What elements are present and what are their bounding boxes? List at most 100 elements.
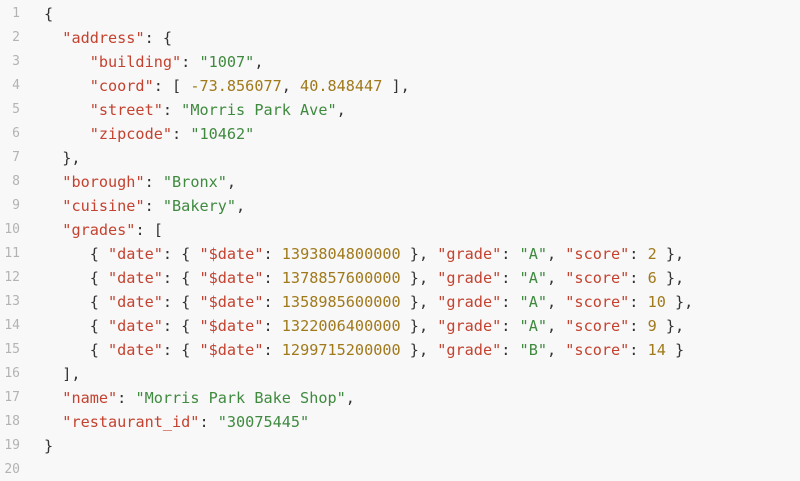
json-punctuation: : xyxy=(181,53,200,71)
code-line[interactable]: 9 "cuisine": "Bakery", xyxy=(0,194,800,218)
json-key: "borough" xyxy=(62,173,145,191)
json-number: 1358985600000 xyxy=(281,293,401,311)
json-punctuation: : xyxy=(501,269,520,287)
code-line[interactable]: 8 "borough": "Bronx", xyxy=(0,170,800,194)
json-punctuation xyxy=(44,221,62,239)
json-punctuation xyxy=(44,29,62,47)
code-line[interactable]: 12 { "date": { "$date": 1378857600000 },… xyxy=(0,266,800,290)
json-string: "A" xyxy=(519,245,547,263)
code-line[interactable]: 19} xyxy=(0,434,800,458)
code-line[interactable]: 5 "street": "Morris Park Ave", xyxy=(0,98,800,122)
json-punctuation: : xyxy=(501,317,520,335)
json-punctuation xyxy=(44,413,62,431)
line-number: 19 xyxy=(4,438,20,453)
line-number: 15 xyxy=(4,342,20,357)
json-punctuation: : xyxy=(172,125,191,143)
code-line[interactable]: 6 "zipcode": "10462" xyxy=(0,122,800,146)
json-punctuation: : xyxy=(263,341,282,359)
json-number: 1299715200000 xyxy=(281,341,401,359)
code-line[interactable]: 1{ xyxy=(0,2,800,26)
line-content: { "date": { "$date": 1393804800000 }, "g… xyxy=(44,242,684,266)
code-line[interactable]: 20 xyxy=(0,458,800,481)
json-number: 6 xyxy=(647,269,657,287)
json-key: "zipcode" xyxy=(89,125,173,143)
json-punctuation: { xyxy=(44,341,109,359)
json-punctuation: : xyxy=(162,101,182,119)
json-punctuation: , xyxy=(226,173,237,191)
code-line[interactable]: 14 { "date": { "$date": 1322006400000 },… xyxy=(0,314,800,338)
json-string: "1007" xyxy=(199,53,255,71)
json-punctuation: }, xyxy=(656,317,685,335)
json-punctuation: : [ xyxy=(135,221,163,239)
line-number-gutter xyxy=(0,0,34,481)
json-number: 2 xyxy=(647,245,657,263)
json-key: "building" xyxy=(89,53,182,71)
line-number: 8 xyxy=(12,174,20,189)
line-content: "name": "Morris Park Bake Shop", xyxy=(44,386,355,410)
code-line[interactable]: 13 { "date": { "$date": 1358985600000 },… xyxy=(0,290,800,314)
line-number: 20 xyxy=(4,462,20,477)
json-key: "grades" xyxy=(62,221,136,239)
json-punctuation: : xyxy=(629,245,648,263)
json-punctuation: { xyxy=(44,5,54,23)
json-key: "cuisine" xyxy=(62,197,145,215)
code-line[interactable]: 18 "restaurant_id": "30075445" xyxy=(0,410,800,434)
json-string: "30075445" xyxy=(217,413,310,431)
json-punctuation: { xyxy=(44,245,109,263)
json-punctuation: }, xyxy=(656,245,685,263)
code-line[interactable]: 3 "building": "1007", xyxy=(0,50,800,74)
json-string: "A" xyxy=(519,317,547,335)
line-content: "coord": [ -73.856077, 40.848447 ], xyxy=(44,74,410,98)
json-punctuation: : xyxy=(629,269,648,287)
json-key: "score" xyxy=(565,317,630,335)
json-string: "10462" xyxy=(190,125,255,143)
line-content: "borough": "Bronx", xyxy=(44,170,236,194)
json-string: "Morris Park Bake Shop" xyxy=(135,389,346,407)
json-punctuation: : xyxy=(501,341,520,359)
json-punctuation: }, xyxy=(665,293,694,311)
line-number: 18 xyxy=(4,414,20,429)
code-line[interactable]: 17 "name": "Morris Park Bake Shop", xyxy=(0,386,800,410)
line-content: { "date": { "$date": 1322006400000 }, "g… xyxy=(44,314,684,338)
line-content: { "date": { "$date": 1378857600000 }, "g… xyxy=(44,266,684,290)
json-punctuation xyxy=(44,77,90,95)
json-number: 40.848447 xyxy=(300,77,383,95)
json-string: "B" xyxy=(519,341,547,359)
json-key: "score" xyxy=(565,269,630,287)
code-line[interactable]: 15 { "date": { "$date": 1299715200000 },… xyxy=(0,338,800,362)
line-number: 11 xyxy=(4,246,20,261)
line-content: "cuisine": "Bakery", xyxy=(44,194,245,218)
json-punctuation: , xyxy=(546,293,566,311)
json-punctuation: : xyxy=(501,293,520,311)
line-number: 3 xyxy=(12,54,20,69)
json-number: 9 xyxy=(647,317,657,335)
line-number: 6 xyxy=(12,126,20,141)
line-content: "address": { xyxy=(44,26,172,50)
json-punctuation xyxy=(44,101,90,119)
json-punctuation: { xyxy=(44,269,109,287)
code-line[interactable]: 2 "address": { xyxy=(0,26,800,50)
line-number: 4 xyxy=(12,78,20,93)
code-line[interactable]: 10 "grades": [ xyxy=(0,218,800,242)
json-punctuation xyxy=(44,197,62,215)
code-line[interactable]: 16 ], xyxy=(0,362,800,386)
json-punctuation: , xyxy=(546,245,566,263)
line-content: { "date": { "$date": 1299715200000 }, "g… xyxy=(44,338,684,362)
json-punctuation: : xyxy=(501,245,520,263)
json-key: "date" xyxy=(108,341,163,359)
code-line[interactable]: 7 }, xyxy=(0,146,800,170)
line-content: { "date": { "$date": 1358985600000 }, "g… xyxy=(44,290,694,314)
line-number: 5 xyxy=(12,102,20,117)
json-punctuation xyxy=(44,53,90,71)
line-content: "grades": [ xyxy=(44,218,163,242)
json-key: "date" xyxy=(108,317,163,335)
line-number: 17 xyxy=(4,390,20,405)
json-key: "grade" xyxy=(437,269,502,287)
json-key: "$date" xyxy=(199,341,264,359)
code-line[interactable]: 4 "coord": [ -73.856077, 40.848447 ], xyxy=(0,74,800,98)
json-key: "$date" xyxy=(199,269,264,287)
code-line[interactable]: 11 { "date": { "$date": 1393804800000 },… xyxy=(0,242,800,266)
json-key: "score" xyxy=(565,341,630,359)
